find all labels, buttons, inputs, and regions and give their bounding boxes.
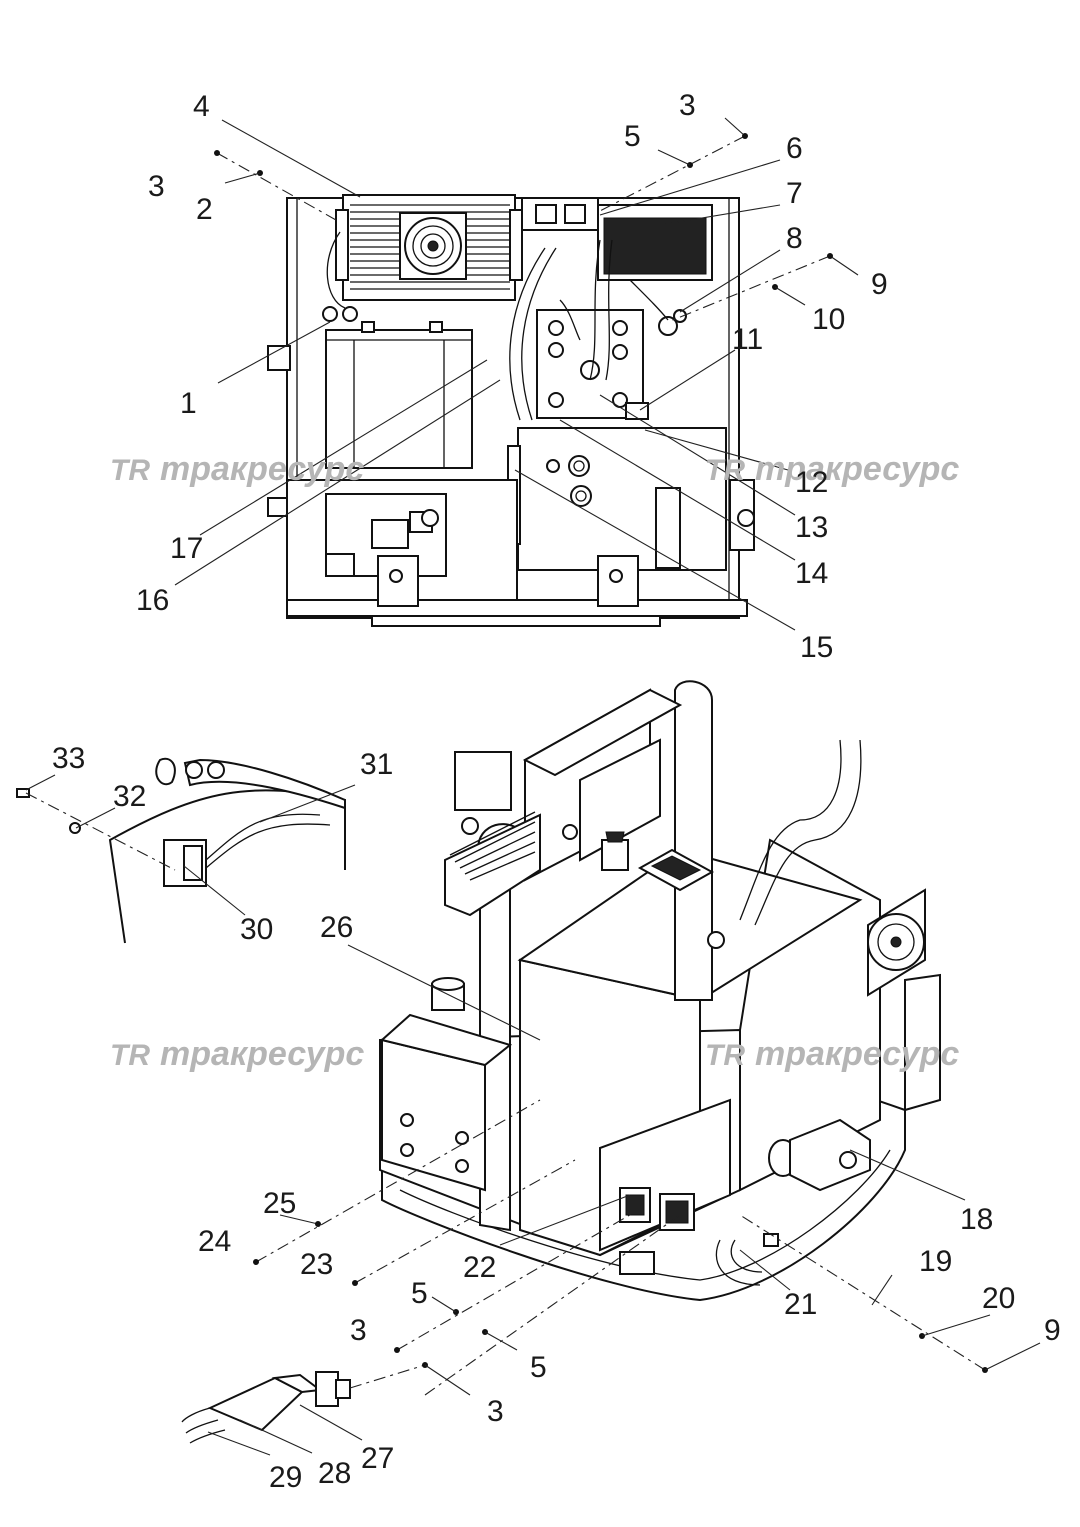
- svg-text:TR: TR: [110, 1039, 150, 1072]
- oil-tank: [379, 977, 513, 1192]
- callout: 33: [52, 742, 85, 775]
- callout: 10: [812, 303, 845, 336]
- callout: 4: [193, 90, 210, 123]
- controller-unit: [521, 197, 713, 281]
- callout: 15: [800, 631, 833, 664]
- socket-plate: [599, 1098, 731, 1252]
- callout: 14: [795, 557, 828, 590]
- lower-chassis: [286, 479, 755, 607]
- callout: 17: [170, 532, 203, 565]
- handle-right: [674, 680, 713, 1001]
- svg-text:TR: TR: [110, 454, 150, 487]
- callout: 12: [795, 466, 828, 499]
- callout: 21: [784, 1288, 817, 1321]
- leader-lines: [25, 117, 1041, 1456]
- callout: 3: [350, 1314, 367, 1347]
- callout-labels: 4 3 3 2 5 6 7 8 9 10 11 1 12 13 14 15 16…: [52, 89, 1061, 1494]
- inset-panel: [108, 789, 346, 944]
- callout: 19: [919, 1245, 952, 1278]
- watermark-1: TR тракресурс: [110, 450, 364, 488]
- watermark-2: TR тракресурс: [705, 450, 959, 488]
- callout: 5: [530, 1351, 547, 1384]
- connector-plug: [181, 1371, 351, 1444]
- callout: 25: [263, 1187, 296, 1220]
- callout: 23: [300, 1248, 333, 1281]
- watermark-4: TR тракресурс: [705, 1035, 959, 1073]
- callout: 3: [148, 170, 165, 203]
- callout: 3: [679, 89, 696, 122]
- svg-text:тракресурс: тракресурс: [160, 450, 364, 488]
- callout: 2: [196, 193, 213, 226]
- relay-panel: [536, 309, 687, 420]
- callout: 27: [361, 1442, 394, 1475]
- callout: 29: [269, 1461, 302, 1494]
- callout: 30: [240, 913, 273, 946]
- callout: 9: [1044, 1314, 1061, 1347]
- svg-text:тракресурс: тракресурс: [160, 1035, 364, 1073]
- upper-assembly-view: [267, 194, 755, 627]
- side-fan: [867, 888, 926, 997]
- callout: 22: [463, 1251, 496, 1284]
- callout: 1: [180, 387, 197, 420]
- battery-box: [325, 321, 473, 469]
- callout: 3: [487, 1395, 504, 1428]
- svg-text:тракресурс: тракресурс: [755, 450, 959, 488]
- callout: 20: [982, 1282, 1015, 1315]
- charger-unit: [335, 194, 523, 301]
- callout: 18: [960, 1203, 993, 1236]
- callout: 31: [360, 748, 393, 781]
- callout: 26: [320, 911, 353, 944]
- callout: 24: [198, 1225, 231, 1258]
- svg-text:TR: TR: [705, 454, 745, 487]
- svg-text:TR: TR: [705, 1039, 745, 1072]
- svg-text:тракресурс: тракресурс: [755, 1035, 959, 1073]
- isometric-assembly-view: [379, 680, 941, 1302]
- callout: 6: [786, 132, 803, 165]
- callout: 11: [732, 323, 763, 356]
- callout: 8: [786, 222, 803, 255]
- pump-motor: [768, 1118, 871, 1192]
- finned-controller: [444, 751, 541, 917]
- display-panel: [637, 848, 715, 892]
- callout: 32: [113, 780, 146, 813]
- watermark-3: TR тракресурс: [110, 1035, 364, 1073]
- callout: 28: [318, 1457, 351, 1490]
- callout: 5: [624, 120, 641, 153]
- base-plate: [286, 599, 748, 617]
- inset-detail: [16, 757, 346, 944]
- callout: 5: [411, 1277, 428, 1310]
- callout: 16: [136, 584, 169, 617]
- callout: 13: [795, 511, 828, 544]
- key-switch: [601, 831, 629, 871]
- callout: 9: [871, 268, 888, 301]
- callout: 7: [786, 177, 803, 210]
